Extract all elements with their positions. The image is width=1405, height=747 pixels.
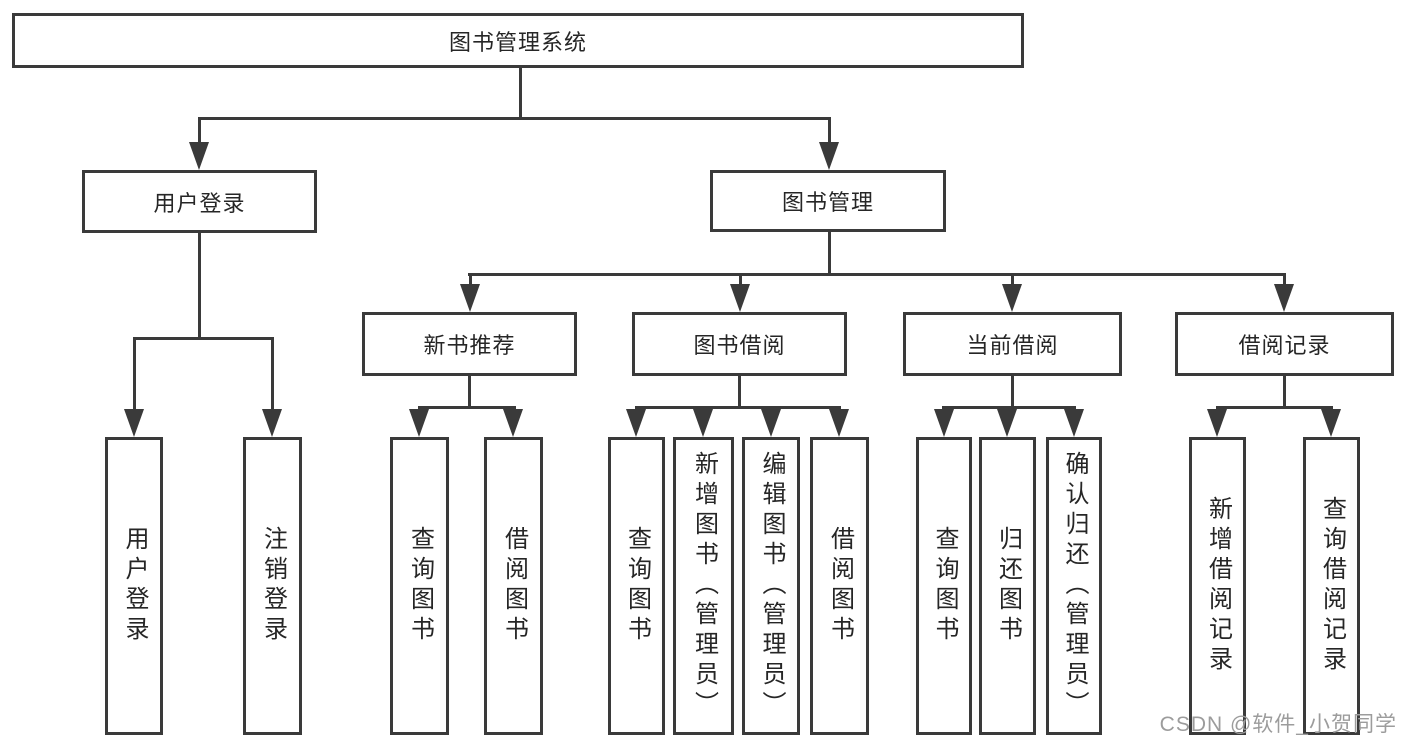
leaf-newbook-query: 查询图书 [390,437,449,735]
leaf-current-query: 查询图书 [916,437,972,735]
node-borrow-record-label: 借阅记录 [1238,333,1331,358]
connector-arrow-stub [828,117,831,146]
connector-arrow-stub [133,337,136,413]
leaf-borrow-add-admin-label: 新增图书（管理员） [690,451,718,721]
leaf-record-query-label: 查询借阅记录 [1318,496,1346,676]
connector-line [418,406,516,409]
arrow-down-icon [934,409,954,437]
node-current-borrow-label: 当前借阅 [966,333,1059,358]
leaf-current-confirm-admin: 确认归还（管理员） [1046,437,1102,735]
leaf-borrow-edit-admin: 编辑图书（管理员） [742,437,800,735]
connector-line [134,337,274,340]
connector-line [1011,376,1014,409]
node-book-borrow: 图书借阅 [632,312,847,376]
arrow-down-icon [1321,409,1341,437]
connector-line [468,376,471,409]
connector-line [199,117,830,120]
node-user-login: 用户登录 [82,170,317,233]
leaf-borrow-add-admin: 新增图书（管理员） [673,437,734,735]
leaf-newbook-query-label: 查询图书 [406,526,434,646]
arrow-down-icon [460,284,480,312]
leaf-record-add: 新增借阅记录 [1189,437,1246,735]
connector-arrow-stub [198,117,201,146]
arrow-down-icon [1064,409,1084,437]
leaf-current-query-label: 查询图书 [931,526,958,646]
arrow-down-icon [1002,284,1022,312]
arrow-down-icon [1274,284,1294,312]
arrow-down-icon [829,409,849,437]
connector-arrow-stub [1283,273,1286,288]
leaf-borrow-borrow: 借阅图书 [810,437,869,735]
connector-arrow-stub [1011,273,1014,288]
leaf-current-return: 归还图书 [979,437,1036,735]
leaf-newbook-borrow-label: 借阅图书 [500,526,528,646]
leaf-borrow-edit-admin-label: 编辑图书（管理员） [758,451,785,721]
leaf-logout-label: 注销登录 [259,526,287,646]
connector-line [1216,406,1333,409]
arrow-down-icon [1207,409,1227,437]
connector-line [828,232,831,274]
leaf-user-login-label: 用户登录 [121,526,148,646]
arrow-down-icon [997,409,1017,437]
leaf-record-add-label: 新增借阅记录 [1204,496,1232,676]
connector-line [468,273,1286,276]
leaf-borrow-borrow-label: 借阅图书 [826,526,854,646]
connector-line [942,406,1076,409]
connector-line [519,68,522,118]
leaf-current-return-label: 归还图书 [994,526,1022,646]
node-borrow-record: 借阅记录 [1175,312,1394,376]
connector-arrow-stub [739,273,742,288]
arrow-down-icon [761,409,781,437]
arrow-down-icon [693,409,713,437]
node-user-login-label: 用户登录 [153,190,246,216]
connector-arrow-stub [469,273,472,288]
connector-line [198,233,201,338]
connector-line [1283,376,1286,409]
arrow-down-icon [189,142,209,170]
arrow-down-icon [626,409,646,437]
csdn-watermark: CSDN @软件_小贺同学 [1159,713,1397,736]
node-new-book-recommend-label: 新书推荐 [423,333,516,358]
node-book-mgmt: 图书管理 [710,170,946,232]
leaf-borrow-query-label: 查询图书 [623,526,651,646]
leaf-logout: 注销登录 [243,437,302,735]
arrow-down-icon [409,409,429,437]
connector-line [738,376,741,409]
node-current-borrow: 当前借阅 [903,312,1122,376]
leaf-current-confirm-admin-label: 确认归还（管理员） [1061,451,1088,721]
arrow-down-icon [262,409,282,437]
arrow-down-icon [503,409,523,437]
leaf-newbook-borrow: 借阅图书 [484,437,543,735]
connector-line [635,406,841,409]
connector-arrow-stub [271,337,274,413]
arrow-down-icon [124,409,144,437]
node-new-book-recommend: 新书推荐 [362,312,577,376]
leaf-record-query: 查询借阅记录 [1303,437,1360,735]
leaf-user-login: 用户登录 [105,437,163,735]
node-root-label: 图书管理系统 [448,29,587,55]
leaf-borrow-query: 查询图书 [608,437,665,735]
node-book-mgmt-label: 图书管理 [781,190,874,215]
arrow-down-icon [730,284,750,312]
node-book-borrow-label: 图书借阅 [693,333,786,358]
node-root: 图书管理系统 [12,13,1024,68]
arrow-down-icon [819,142,839,170]
